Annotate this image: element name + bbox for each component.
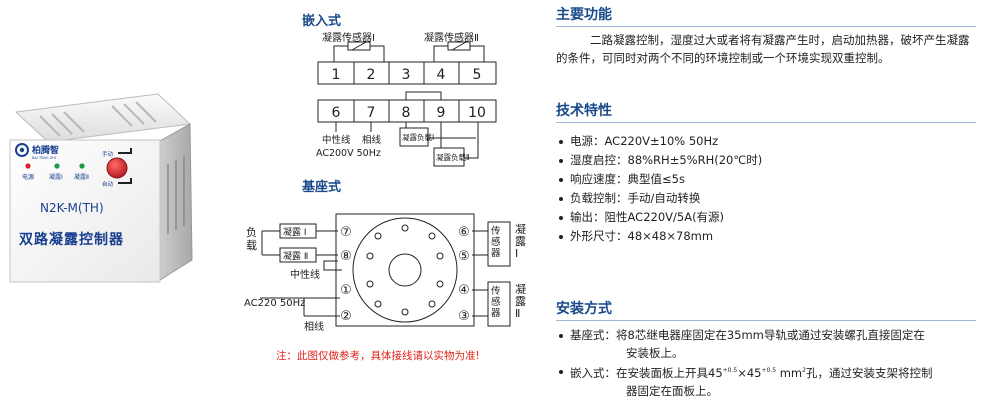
phase-label: 相线 bbox=[362, 134, 382, 146]
pin-8: ⑧ bbox=[340, 249, 352, 264]
base-wiring-diagram: ⑦ ⑧ ① ② ⑥ ⑤ ④ ③ 凝露 Ⅰ 凝露 Ⅱ 中性线 AC220 50Hz… bbox=[244, 213, 511, 333]
base-phase-label: 相线 bbox=[304, 320, 324, 333]
auto-label: 自动 bbox=[102, 180, 114, 188]
brand-sub: BAI TENG ZHI bbox=[32, 156, 56, 160]
main-function-text: 二路凝露控制，湿度过大或者将有凝露产生时，启动加热器，破坏产生凝露的条件，可同时… bbox=[556, 33, 970, 65]
led-power bbox=[25, 163, 31, 169]
load1-label: 凝露负载Ⅰ bbox=[402, 132, 434, 142]
load2-label: 凝露负载Ⅱ bbox=[436, 152, 470, 162]
terminal-5: 5 bbox=[473, 67, 482, 83]
front-panel bbox=[9, 139, 161, 283]
terminal-4: 4 bbox=[437, 67, 446, 83]
sensor1-box-label: 传感器 bbox=[491, 226, 501, 259]
install-base-line2: 安装板上。 bbox=[626, 346, 684, 360]
embedded-wiring-diagram: 凝露传感器Ⅰ 凝露传感器Ⅱ 1 2 3 4 5 6 7 8 9 10 中性线 相… bbox=[316, 31, 497, 167]
divider bbox=[556, 26, 976, 27]
base-neutral-label: 中性线 bbox=[290, 268, 320, 281]
pin-2: ② bbox=[340, 309, 352, 324]
terminal-8: 8 bbox=[402, 105, 411, 121]
install-text: 基座式：将8芯继电器座固定在35mm导轨或通过安装螺孔直接固定在 安装板上。 嵌… bbox=[558, 326, 988, 400]
terminal-7: 7 bbox=[367, 105, 376, 121]
terminal-2: 2 bbox=[367, 67, 376, 83]
led-dew1 bbox=[54, 163, 60, 169]
pin-6: ⑥ bbox=[458, 225, 470, 240]
brand-logo-icon bbox=[15, 143, 29, 157]
neutral-label: 中性线 bbox=[322, 134, 351, 146]
sensor-dew2-label: 凝露Ⅱ bbox=[515, 283, 526, 320]
terminal-6: 6 bbox=[332, 105, 341, 121]
tech-title: 技术特性 bbox=[556, 103, 612, 119]
sensor1-label: 凝露传感器Ⅰ bbox=[322, 31, 375, 44]
divider bbox=[556, 122, 976, 123]
list-item: 负载控制：手动/自动转换 bbox=[558, 189, 762, 208]
mode-switch-button[interactable] bbox=[106, 157, 128, 179]
sensor-dew1-label: 凝露Ⅰ bbox=[515, 223, 526, 260]
led-dew2-label: 凝露Ⅱ bbox=[74, 173, 89, 181]
brand-name: 柏腾智 bbox=[32, 144, 59, 156]
pin-1: ① bbox=[340, 283, 352, 298]
supply-label: AC200V 50Hz bbox=[316, 148, 381, 159]
product-photo: 柏腾智 BAI TENG ZHI 电源 凝露Ⅰ 凝露Ⅱ 手动 自动 N2K-M(… bbox=[9, 93, 193, 283]
sensor2-box-label: 传感器 bbox=[491, 286, 501, 319]
wiring-note: 注：此图仅做参考，具体接线请以实物为准! bbox=[276, 350, 480, 362]
list-item: 输出：阻性AC220V/5A(有源) bbox=[558, 208, 762, 227]
terminal-3: 3 bbox=[402, 67, 411, 83]
load-dew2-label: 凝露 Ⅱ bbox=[283, 251, 308, 262]
terminal-9: 9 bbox=[437, 105, 446, 121]
led-dew1-label: 凝露Ⅰ bbox=[49, 173, 63, 181]
tech-list: 电源：AC220V±10% 50Hz 湿度启控：88%RH±5%RH(20℃时)… bbox=[558, 132, 762, 246]
terminal-1: 1 bbox=[332, 67, 341, 83]
install-embed-line: 嵌入式：在安装面板上开具45+0.5×45+0.5 mm2孔，通过安装支架将控制 bbox=[558, 362, 988, 382]
list-item: 电源：AC220V±10% 50Hz bbox=[558, 132, 762, 151]
list-item: 响应速度：典型值≤5s bbox=[558, 170, 762, 189]
divider bbox=[556, 320, 976, 321]
base-title: 基座式 bbox=[302, 180, 342, 195]
sensor2-label: 凝露传感器Ⅱ bbox=[424, 31, 479, 44]
pin-4: ④ bbox=[458, 283, 470, 298]
load-dew1-label: 凝露 Ⅰ bbox=[283, 227, 307, 238]
vent-slots bbox=[39, 101, 157, 137]
manual-label: 手动 bbox=[102, 150, 114, 158]
led-dew2 bbox=[79, 163, 85, 169]
install-title: 安装方式 bbox=[556, 301, 612, 317]
list-item: 湿度启控：88%RH±5%RH(20℃时) bbox=[558, 151, 762, 170]
main-function-title: 主要功能 bbox=[556, 7, 612, 23]
led-power-label: 电源 bbox=[22, 173, 34, 181]
model-label: N2K-M(TH) bbox=[40, 201, 104, 215]
embedded-title: 嵌入式 bbox=[302, 14, 342, 29]
base-supply-label: AC220 50Hz bbox=[244, 298, 305, 309]
case-side bbox=[157, 123, 193, 281]
base-load-label: 负载 bbox=[246, 226, 257, 252]
pin-3: ③ bbox=[458, 309, 470, 324]
pin-7: ⑦ bbox=[340, 225, 352, 240]
list-item: 外形尺寸：48×48×78mm bbox=[558, 227, 762, 246]
device-name-label: 双路凝露控制器 bbox=[19, 231, 124, 248]
install-embed-line2: 器固定在面板上。 bbox=[626, 384, 718, 398]
install-base-line: 基座式：将8芯继电器座固定在35mm导轨或通过安装螺孔直接固定在 bbox=[558, 326, 988, 344]
pin-5: ⑤ bbox=[458, 249, 470, 264]
terminal-10: 10 bbox=[468, 105, 486, 121]
socket-pin-holes bbox=[366, 224, 444, 316]
